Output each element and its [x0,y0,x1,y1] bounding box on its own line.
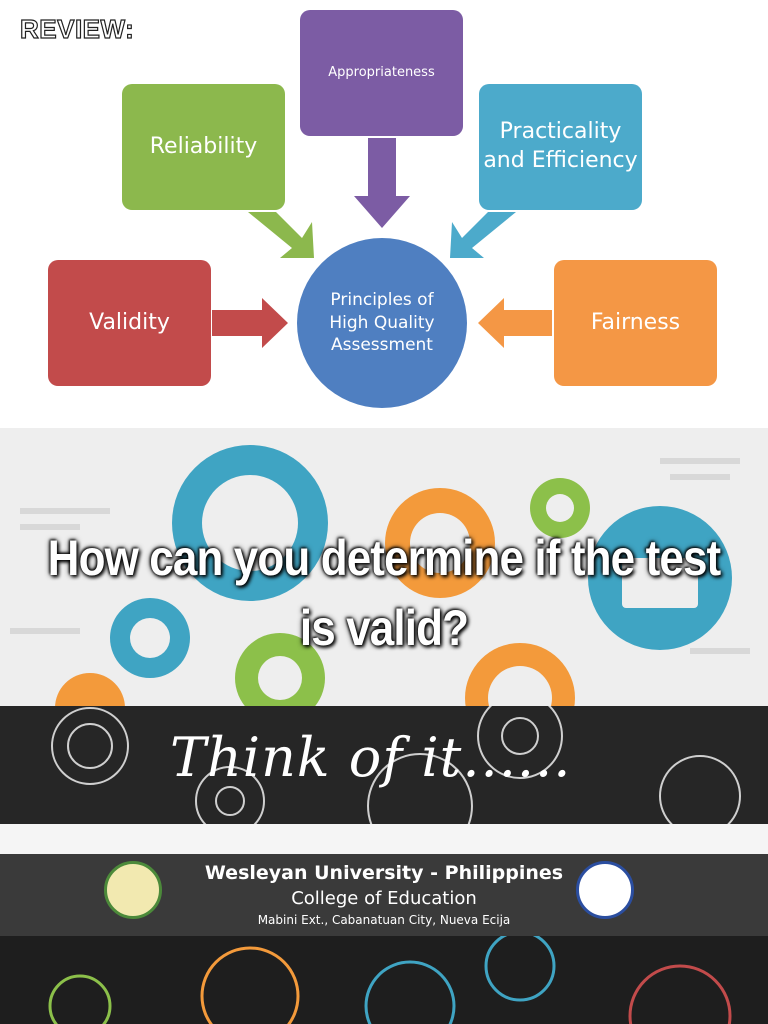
box-practicality: Practicality and Efficiency [479,84,642,210]
review-label: REVIEW: [19,13,135,44]
think-band [0,693,768,859]
arrow-appropriateness [354,138,410,228]
divider-strip [0,824,768,854]
university-name: Wesleyan University - Philippines [204,862,564,884]
diagram-arrows [212,138,552,348]
arrow-reliability [248,212,314,258]
college-name: College of Education [291,888,477,909]
box-validity: Validity [48,260,211,386]
box-fairness: Fairness [554,260,717,386]
university-seal-icon [104,861,162,919]
gear-teal-large-icon [172,445,328,601]
college-seal-icon [576,861,634,919]
diagram-panel: REVIEW: Reliability Appropriateness Prac… [0,0,768,428]
footer-gears-icon [0,936,768,1024]
think-text: Think of it...... [170,726,572,789]
gear-teal-small-icon [110,598,190,678]
gear-teal-right-icon [588,506,732,650]
arrow-practicality [450,212,516,258]
center-label: Principles of High Quality Assessment [329,289,435,356]
arrow-fairness [478,298,552,348]
address-text: Mabini Ext., Cabanatuan City, Nueva Ecij… [257,913,511,927]
gear-green-icon [235,633,325,723]
arrow-validity [212,298,288,348]
gear-orange-icon [385,488,495,598]
box-reliability: Reliability [122,84,285,210]
question-text: How can you determine if the test is val… [47,530,722,656]
box-appropriateness: Appropriateness [300,10,463,136]
gear-green-small-icon [530,478,590,538]
center-circle: Principles of High Quality Assessment [297,238,467,408]
slide-panel: How can you determine if the test is val… [0,428,768,1024]
